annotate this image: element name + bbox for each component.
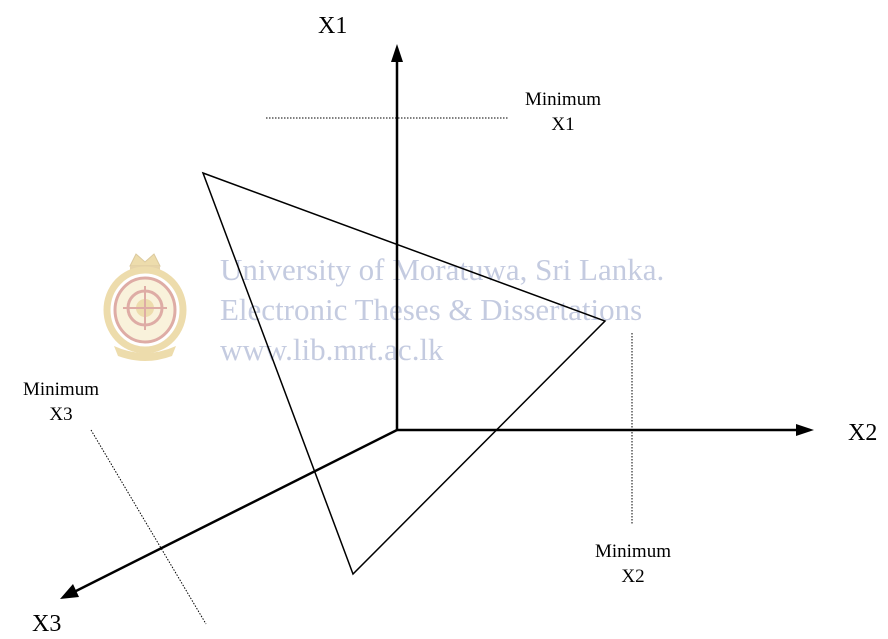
minimum-x3-label-line1: Minimum bbox=[22, 379, 99, 400]
minimum-x1-label: Minimum X1 bbox=[508, 88, 618, 137]
x1-axis-arrowhead bbox=[391, 44, 403, 62]
minimum-x1-label-line1: Minimum bbox=[524, 89, 601, 110]
x2-axis-label: X2 bbox=[848, 420, 878, 446]
x3-axis-arrowhead bbox=[60, 584, 79, 599]
x3-axis-line bbox=[69, 428, 398, 596]
minimum-x3-label-line2: X3 bbox=[49, 403, 73, 425]
x2-axis-arrowhead bbox=[796, 424, 814, 436]
constraint-triangle bbox=[201, 171, 607, 576]
minimum-x2-label: Minimum X2 bbox=[578, 540, 688, 589]
x1-axis-label: X1 bbox=[318, 13, 348, 39]
minimum-x2-label-line1: Minimum bbox=[594, 541, 671, 562]
minimum-x3-label: Minimum X3 bbox=[6, 378, 116, 427]
minimum-x3-line bbox=[90, 429, 207, 625]
minimum-x1-label-line2: X1 bbox=[551, 113, 575, 135]
minimum-x2-label-line2: X2 bbox=[621, 565, 645, 587]
x3-axis-label: X3 bbox=[32, 611, 62, 637]
